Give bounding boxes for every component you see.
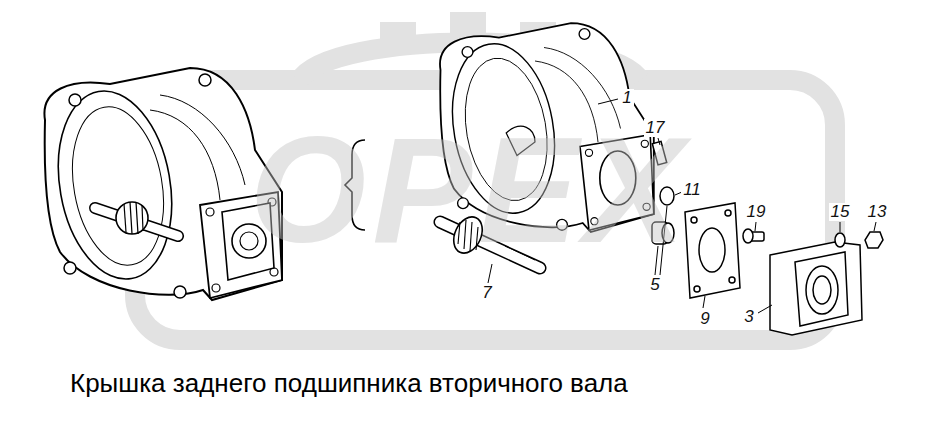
callout-number: 9 xyxy=(698,310,711,329)
callout-number: 17 xyxy=(644,119,667,138)
callout-number: 19 xyxy=(745,203,768,222)
callout-number: 15 xyxy=(829,203,852,222)
callout-number: 3 xyxy=(742,308,755,327)
figure-caption: Крышка заднего подшипника вторичного вал… xyxy=(70,369,628,398)
callout-number: 1 xyxy=(620,89,633,108)
callout-number: 13 xyxy=(866,203,889,222)
watermark: OPEX xyxy=(250,115,691,265)
callout-number: 7 xyxy=(480,284,493,303)
callout-number: 5 xyxy=(648,276,661,295)
callout-number: 11 xyxy=(681,181,703,200)
assembled-housing xyxy=(44,68,282,300)
